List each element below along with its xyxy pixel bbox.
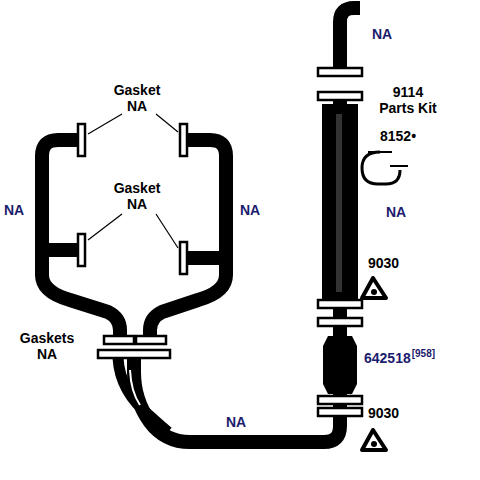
flange: [104, 336, 134, 344]
part-number: 642518: [364, 350, 411, 366]
gasket-label: Gasket NA: [104, 180, 170, 212]
gasket-label: Gaskets NA: [14, 330, 80, 362]
tail-pipe: [340, 8, 360, 70]
flange: [318, 396, 362, 404]
part-number: 9114 Parts Kit: [376, 84, 440, 116]
resonator: [323, 336, 357, 394]
reference-number: [958]: [412, 349, 435, 359]
muffler-shade: [336, 114, 342, 292]
gasket-label: Gasket NA: [104, 82, 170, 114]
leader-line: [156, 114, 178, 132]
manifold-flange: [180, 242, 187, 274]
right-manifold-stub: [184, 251, 224, 265]
part-number: 9030: [368, 255, 399, 271]
manifold-flange: [180, 124, 187, 156]
muffler: [322, 104, 358, 302]
flange: [318, 92, 362, 100]
leader-line: [156, 214, 178, 248]
gasket-hole: [371, 441, 377, 447]
manifold-flange: [78, 234, 85, 266]
part-number: 8152•: [380, 128, 416, 144]
flange: [318, 408, 362, 416]
flange: [318, 318, 362, 326]
crossover-pipe: [118, 358, 168, 432]
na-label: NA: [386, 204, 406, 220]
leader-line: [88, 114, 122, 134]
na-label: NA: [4, 202, 24, 218]
clamp-ends: [368, 152, 408, 166]
crossover-highlight: [130, 370, 140, 405]
leader-line: [88, 214, 122, 240]
na-label: NA: [240, 202, 260, 218]
gasket-hole: [371, 289, 377, 295]
flange: [318, 300, 362, 308]
flange: [318, 68, 362, 76]
u-bolt-clamp: [362, 152, 400, 184]
left-manifold-pipe: [42, 140, 120, 338]
manifold-flange: [78, 124, 85, 156]
gasket-9030: [362, 430, 386, 450]
flange: [136, 336, 166, 344]
part-number: 9030: [368, 405, 399, 421]
right-manifold-pipe: [150, 140, 226, 338]
left-manifold-stub: [44, 243, 80, 257]
gasket-9030: [362, 278, 386, 298]
na-label: NA: [372, 26, 392, 42]
na-label: NA: [226, 414, 246, 430]
flange: [98, 350, 170, 358]
